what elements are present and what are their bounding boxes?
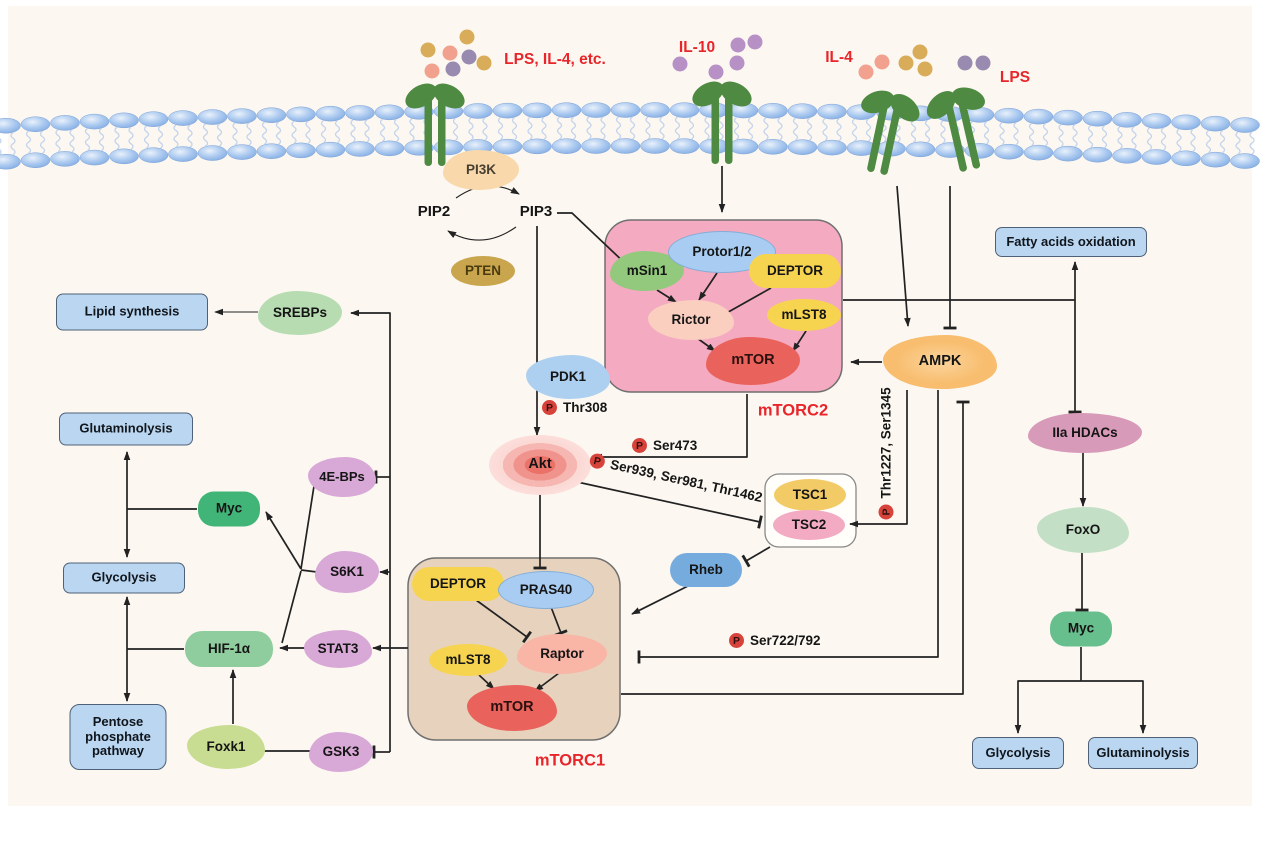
node-akt: Akt [489,435,591,495]
label-pip3: PIP3 [519,202,553,220]
edge-deptor-inhibits-rictor [718,287,772,322]
cell-membrane [0,102,1260,170]
edge-mtorc1-trunk-to-srebps [350,309,391,752]
edge-ampk-inhibits-raptor [637,390,939,664]
node-pras40: PRAS40 [498,571,594,609]
ligand-label-lps: LPS [999,69,1031,86]
node-deptor-mtorc1: DEPTOR [412,567,504,601]
edge-tsc2-inhibits-rheb [741,546,771,568]
node-foxo: FoxO [1037,507,1129,553]
edge-il4-to-ampk [896,185,911,327]
phospho-p-icon: P [729,633,744,648]
phospho-ser722-792: P Ser722/792 [729,633,821,648]
ligand-label-il4: IL-4 [825,49,853,66]
node-stat3: STAT3 [304,630,372,668]
phospho-ser722-792-text: Ser722/792 [750,633,821,648]
node-pten: PTEN [451,256,515,286]
edge-myc-to-glycolysis-right [1014,680,1081,734]
node-iia-hdacs: IIa HDACs [1028,413,1142,453]
process-glycolysis-right: Glycolysis [972,737,1064,769]
phospho-thr308-text: Thr308 [563,400,608,415]
edge-mtorc1-inhibits-ampk [621,400,970,695]
pathway-edges [123,166,1147,759]
edge-pip3-to-msin1 [557,212,630,268]
node-mlst8-mtorc2: mLST8 [767,299,841,331]
node-rheb: Rheb [670,553,742,587]
edge-msin1-to-rictor [656,289,677,303]
node-deptor-mtorc2: DEPTOR [749,254,841,288]
phospho-ampk-tsc2-text: Thr1227, Ser1345 [878,387,894,499]
phospho-p-icon: P [878,504,894,520]
ligand-label-il10: IL-10 [678,39,716,56]
node-tsc2: TSC2 [773,510,845,540]
edge-mlst8-to-mtor-c2 [792,330,807,352]
edge-protor-to-rictor [698,272,718,301]
node-s6k1: S6K1 [315,551,379,593]
node-myc-right: Myc [1050,611,1112,647]
node-protor: Protor1/2 [668,231,776,273]
ligand-label-lps-il4-etc: LPS, IL-4, etc. [504,51,606,68]
phospho-p-icon: P [588,452,607,471]
node-pdk1: PDK1 [526,355,610,399]
node-hif1a: HIF-1α [185,631,273,667]
node-mlst8-mtorc1: mLST8 [429,644,507,676]
process-glutaminolysis-right: Glutaminolysis [1088,737,1198,769]
node-raptor: Raptor [517,634,607,674]
phospho-thr308: P Thr308 [542,400,607,415]
node-4ebps: 4E-BPs [308,457,376,497]
node-mtor-mtorc2: mTOR [706,337,800,385]
edge-deptor-inhibits-raptor [475,599,532,644]
node-pi3k: PI3K [443,150,519,190]
edge-hub-to-hif1a [281,570,302,644]
node-rictor: Rictor [648,300,734,340]
edge-myc-to-glutaminolysis-right [1081,680,1147,734]
process-fatty-acids-oxidation: Fatty acids oxidation [995,227,1147,257]
process-pentose-phosphate: Pentose phosphate pathway [69,704,167,770]
node-mtor-mtorc1: mTOR [467,685,557,731]
edge-rheb-to-mtorc1 [631,585,689,615]
edge-ampk-to-tsc2 [849,390,908,528]
ligand-dots [420,29,991,80]
figure-background [8,6,1252,806]
edge-hub-to-myc-left [265,511,302,570]
node-tsc1: TSC1 [774,479,846,511]
node-foxk1: Foxk1 [187,725,265,769]
node-ampk: AMPK [883,335,997,389]
phospho-ser473: P Ser473 [632,438,697,453]
complex-label-mtorc1: mTORC1 [534,751,606,770]
node-myc-left: Myc [198,491,260,527]
phospho-ampk-tsc2: P Thr1227, Ser1345 [878,387,894,520]
edge-pras40-inhibits-raptor [550,606,568,637]
node-srebps: SREBPs [258,291,342,335]
phospho-p-icon: P [632,438,647,453]
edge-4ebps-to-hub [300,485,315,570]
edge-pip3-to-pip2 [447,226,517,241]
edge-akt-inhibits-tsc2 [558,477,763,529]
phospho-p-icon: P [542,400,557,415]
label-pip2: PIP2 [417,202,451,220]
process-glycolysis-left: Glycolysis [63,562,185,594]
phospho-ser473-text: Ser473 [653,438,698,453]
edge-mtorc2-ser473-akt [593,394,748,461]
process-lipid-synthesis: Lipid synthesis [56,293,208,331]
node-msin1: mSin1 [610,251,684,291]
edge-s6k1-to-hub [300,569,318,573]
node-gsk3: GSK3 [309,732,373,772]
process-glutaminolysis-left: Glutaminolysis [59,412,193,446]
edge-raptor-to-mtor [534,672,560,692]
complex-label-mtorc2: mTORC2 [757,401,829,420]
